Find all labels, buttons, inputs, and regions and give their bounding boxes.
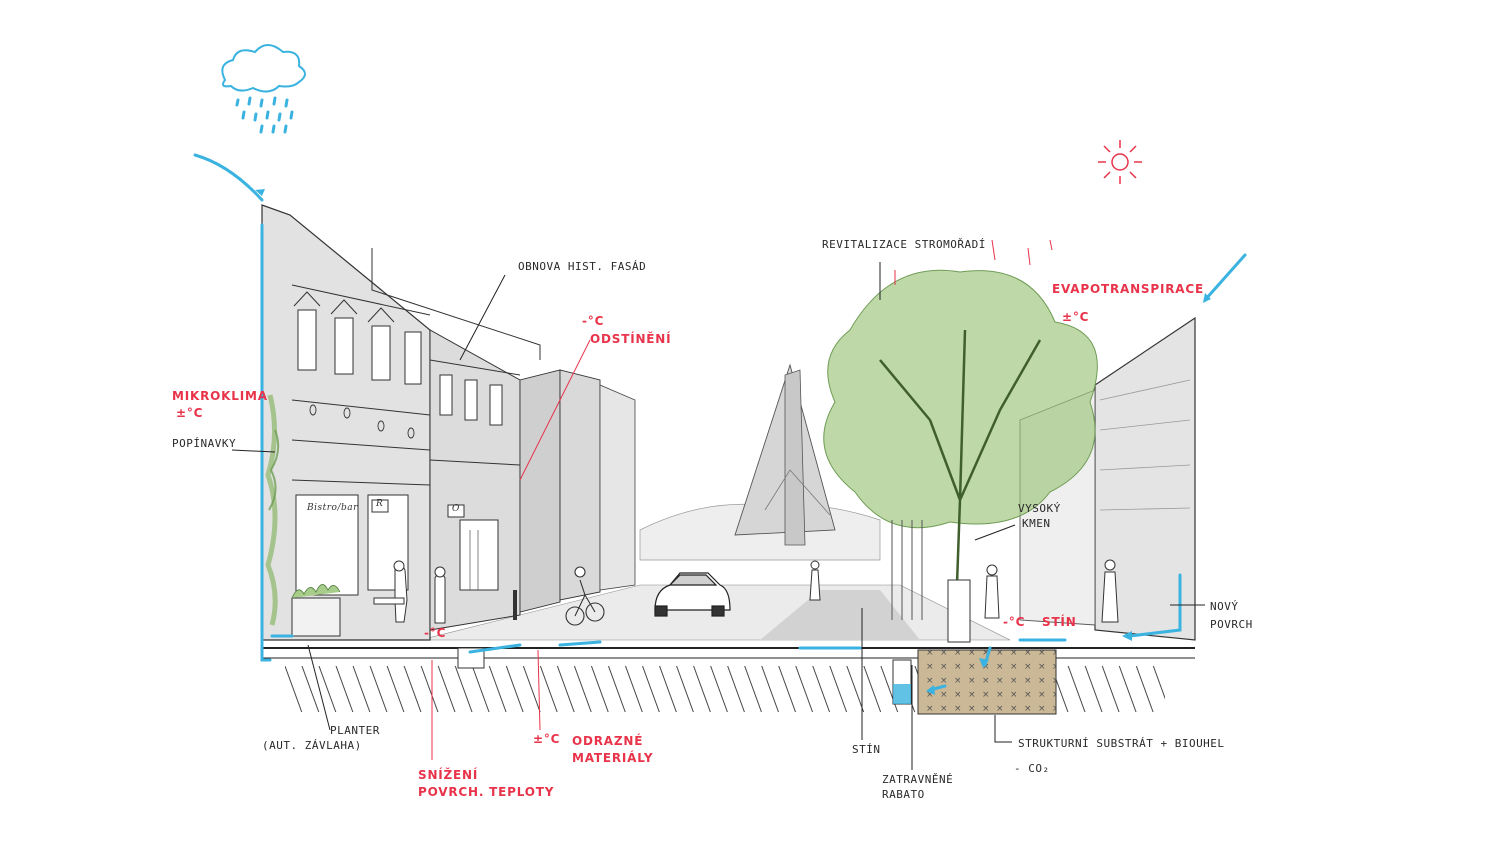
street-shadow <box>760 590 920 640</box>
label-minus-c-street: -°C <box>424 626 447 640</box>
ground-section <box>262 647 1195 715</box>
water-flows <box>193 153 1247 692</box>
leader-lines <box>231 262 1205 770</box>
shop-sign-bistro: Bistro/bar <box>307 503 358 513</box>
shop-sign-o: O <box>452 504 460 514</box>
car <box>654 572 731 617</box>
distant-pedestrian <box>809 560 821 601</box>
label-pm-c-left: ±°C <box>176 406 204 420</box>
label-popinavky: POPÍNAVKY <box>172 437 237 450</box>
label-stin-red: STÍN <box>1042 615 1077 629</box>
label-co2: - CO₂ <box>1014 762 1050 775</box>
label-pm-c-bottom: ±°C <box>533 732 561 746</box>
label-obnova-hist-fasad: OBNOVA HIST. FASÁD <box>518 260 647 273</box>
label-novy: NOVÝ <box>1210 600 1239 613</box>
label-stin-black: STÍN <box>852 743 881 756</box>
label-odrazne: ODRAZNÉ <box>572 734 644 748</box>
label-zatravnene: ZATRAVNĚNÉ <box>882 773 954 786</box>
label-mikroklima: MIKROKLIMA <box>172 389 268 403</box>
label-minus-c-right: -°C <box>1003 615 1026 629</box>
label-rabato: RABATO <box>882 788 925 801</box>
shop-sign-r: R <box>376 499 384 509</box>
label-pm-c-right: ±°C <box>1062 310 1090 324</box>
label-povrch: POVRCH <box>1210 618 1253 631</box>
label-minus-c-top: -°C <box>582 314 605 328</box>
red-leader-lines <box>431 239 1053 760</box>
label-revitalizace: REVITALIZACE STROMOŘADÍ <box>822 238 986 251</box>
label-odstineni: ODSTÍNĚNÍ <box>590 332 672 346</box>
tree <box>823 269 1098 643</box>
label-povrch-teploty: POVRCH. TEPLOTY <box>418 785 555 799</box>
sun-icon <box>1098 140 1142 184</box>
label-materialy: MATERIÁLY <box>572 751 654 765</box>
label-strukturni-substrat: STRUKTURNÍ SUBSTRÁT + BIOUHEL <box>1018 737 1225 750</box>
label-aut-zavlaha: (AUT. ZÁVLAHA) <box>262 739 362 752</box>
cloud-rain-icon <box>221 44 306 134</box>
label-evapotranspirace: EVAPOTRANSPIRACE <box>1052 282 1204 296</box>
label-kmen: KMEN <box>1022 517 1051 530</box>
cyclist <box>565 566 605 626</box>
church-tower <box>734 363 836 546</box>
flow-arrows <box>255 189 1211 695</box>
label-vysoky: VYSOKÝ <box>1018 502 1061 515</box>
left-buildings <box>261 204 636 641</box>
label-planter: PLANTER <box>330 724 380 737</box>
label-snizeni: SNÍŽENÍ <box>418 768 479 782</box>
